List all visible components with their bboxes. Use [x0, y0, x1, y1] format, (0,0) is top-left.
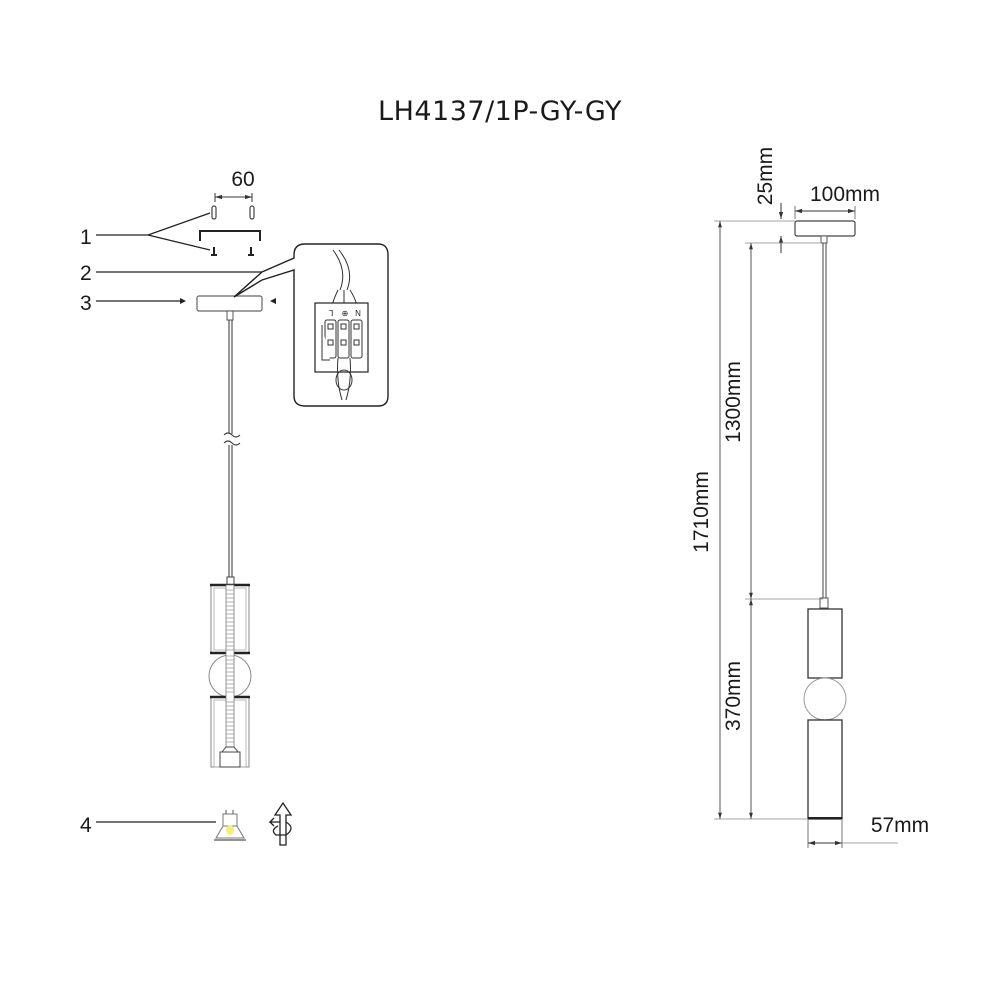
ceiling-canopy	[196, 295, 263, 312]
svg-text:100mm: 100mm	[810, 183, 880, 206]
svg-text:25mm: 25mm	[754, 147, 777, 205]
parts-view: 60 1 2	[80, 168, 389, 846]
bracket-spacing-label: 60	[231, 168, 254, 191]
product-model-title: LH4137/1P-GY-GY	[378, 96, 622, 127]
canopy-profile	[794, 220, 856, 237]
twist-install-icon	[268, 801, 293, 846]
svg-text:4: 4	[80, 814, 92, 837]
svg-text:1300mm: 1300mm	[722, 361, 745, 443]
svg-text:2: 2	[80, 262, 92, 285]
mounting-bracket-icon	[199, 230, 261, 256]
suspension-cord	[223, 320, 241, 577]
dimension-view: 100mm 25mm 1710mm 1300mm 370mm	[690, 147, 929, 848]
cord-length-dimension: 1300mm	[722, 243, 753, 599]
canopy-width-dimension: 100mm	[794, 183, 880, 219]
shade-height-dimension: 370mm	[722, 599, 753, 819]
shade-diameter-dimension: 57mm	[807, 814, 929, 848]
gu10-bulb-icon	[214, 810, 246, 841]
svg-text:57mm: 57mm	[871, 814, 929, 837]
terminal-label-earth: ⊕	[342, 309, 349, 318]
terminal-block-detail: L ⊕ N	[233, 243, 389, 407]
svg-text:3: 3	[80, 292, 92, 315]
svg-text:370mm: 370mm	[722, 661, 745, 731]
callout-4: 4	[80, 814, 216, 837]
callout-2: 2	[80, 262, 262, 285]
terminal-label-l: L	[328, 308, 333, 317]
wall-plug-icon	[211, 205, 255, 220]
svg-text:1710mm: 1710mm	[690, 471, 713, 553]
canopy-height-dimension: 25mm	[754, 147, 784, 253]
bracket-spacing-dimension: 60	[214, 168, 255, 202]
terminal-label-n: N	[355, 309, 361, 318]
pendant-profile	[803, 608, 847, 820]
pendant-shade-assembly	[208, 576, 252, 768]
callout-1: 1	[80, 212, 211, 251]
callout-3: 3	[80, 292, 276, 315]
svg-text:1: 1	[80, 226, 92, 249]
total-height-dimension: 1710mm	[690, 221, 722, 819]
